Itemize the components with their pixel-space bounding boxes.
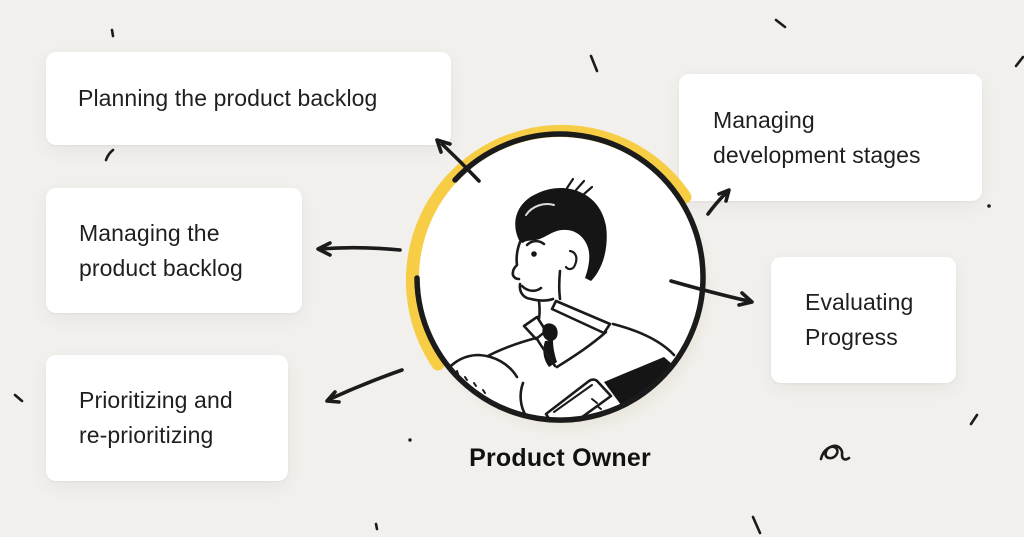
- arrow-to-prioritizing: [325, 368, 404, 404]
- paper-hatch: [456, 370, 459, 375]
- tick-mark: [1014, 55, 1024, 68]
- arrow-to-planning: [435, 138, 481, 183]
- arrow-to-managing-backlog: [316, 241, 402, 257]
- tick-mark: [13, 393, 24, 403]
- badge-face: [419, 137, 701, 419]
- chin-jaw: [518, 282, 555, 302]
- notebook-inner-line: [553, 384, 593, 413]
- tick-mark: [969, 413, 979, 426]
- tick-mark: [110, 28, 115, 38]
- arm-line: [519, 381, 528, 418]
- card-text-line: Prioritizing and: [79, 387, 233, 413]
- yellow-arc: [405, 124, 692, 371]
- tick-mark: [104, 148, 115, 162]
- collar-right: [550, 299, 612, 335]
- card-text-line: development stages: [713, 141, 921, 168]
- sweater-v-left: [535, 337, 557, 368]
- card-prioritizing-and-re-prioritizing: Prioritizing and re-prioritizing: [46, 355, 288, 481]
- card-text-line: re-prioritizing: [79, 422, 214, 448]
- mouth-smile: [520, 284, 543, 293]
- badge-shadow: [426, 148, 708, 430]
- neck-front: [536, 299, 541, 325]
- card-planning-the-product-backlog: Planning the product backlog: [46, 52, 451, 145]
- ear: [564, 249, 578, 271]
- center-role-title: Product Owner: [469, 444, 651, 472]
- hair-spike: [565, 177, 575, 190]
- hair-spike: [582, 185, 594, 196]
- paper-hatch: [473, 382, 477, 387]
- card-evaluating-progress: Evaluating Progress: [771, 257, 956, 383]
- card-text-line: Evaluating: [805, 289, 914, 315]
- card-text-line: Managing: [713, 106, 815, 133]
- paper-hatch: [482, 389, 486, 394]
- tick-mark: [589, 54, 599, 73]
- eye: [531, 251, 537, 257]
- eyebrow: [525, 239, 546, 247]
- hair-highlight: [525, 203, 555, 216]
- neck-back: [557, 269, 562, 301]
- card-managing-the-product-backlog: Managing the product backlog: [46, 188, 302, 313]
- notebook-hatch: [591, 398, 598, 404]
- card-text-line: product backlog: [79, 254, 243, 281]
- squiggle-mark: [819, 444, 851, 461]
- card-text-line: Progress: [805, 324, 898, 350]
- paper-blob: [441, 355, 520, 418]
- folder-wedge: [604, 357, 688, 405]
- notebook-hatch: [596, 405, 602, 410]
- hair-spike: [574, 179, 586, 192]
- tie-knot: [542, 323, 558, 341]
- product-owner-illustration: [439, 177, 688, 418]
- dot-mark: [987, 204, 991, 208]
- tie-body: [543, 340, 557, 367]
- paper-hatch: [464, 376, 468, 381]
- hair: [515, 188, 607, 281]
- card-text-line: Managing the: [79, 219, 220, 246]
- tick-mark: [751, 515, 762, 535]
- arrow-to-evaluating: [669, 279, 754, 307]
- face-profile: [511, 240, 522, 281]
- center-badge: [405, 124, 708, 430]
- sweater-left-shoulder: [446, 336, 538, 408]
- collar-left: [522, 315, 548, 341]
- card-managing-development-stages: Managing development stages: [679, 74, 982, 201]
- tick-mark: [774, 18, 787, 29]
- dot-mark: [408, 438, 412, 442]
- notebook: [544, 378, 613, 418]
- sweater-right-shoulder: [611, 322, 676, 357]
- tick-mark: [374, 522, 379, 531]
- paper-blob-outline: [439, 353, 519, 383]
- sweater-v-right: [555, 330, 608, 369]
- card-text-line: Planning the product backlog: [78, 85, 378, 111]
- badge-ink-ring: [414, 131, 706, 423]
